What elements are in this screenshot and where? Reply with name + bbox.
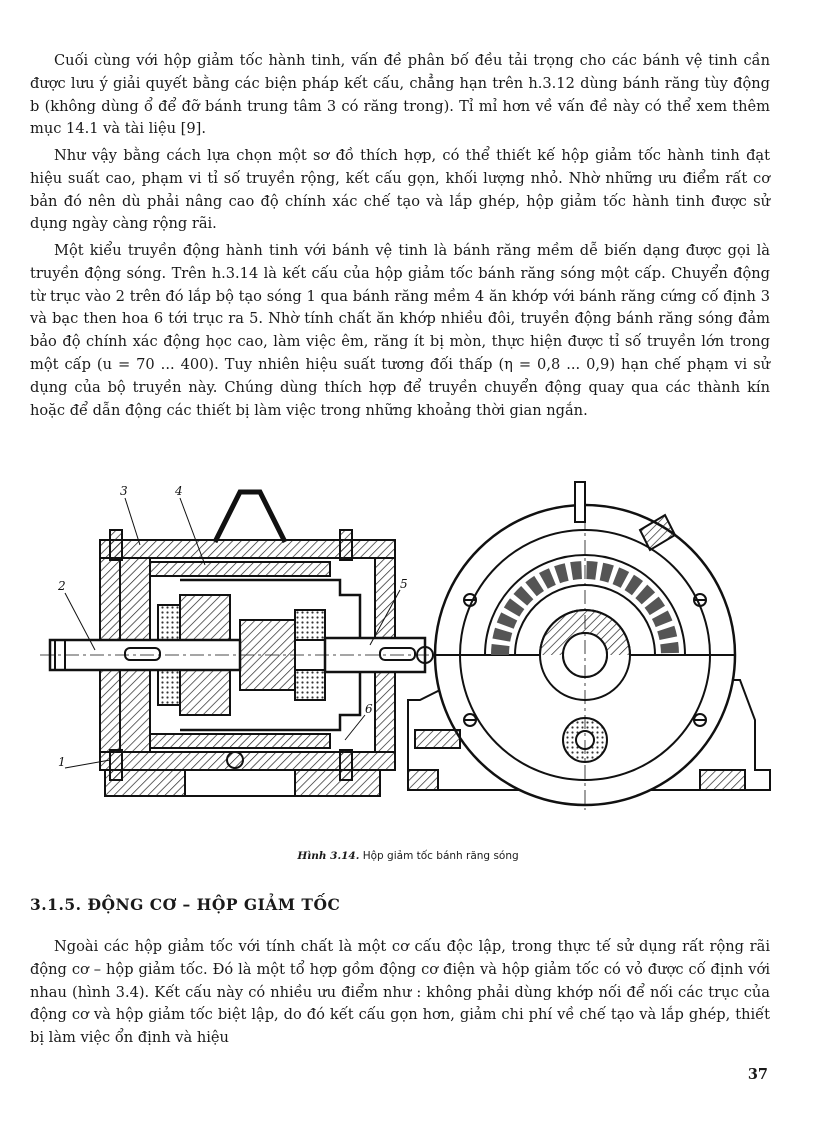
part-label-6: 6 <box>365 702 373 716</box>
part-label-3: 3 <box>120 484 128 498</box>
page-number: 37 <box>747 1066 768 1083</box>
figure-title: Hộp giảm tốc bánh răng sóng <box>359 850 519 862</box>
wave-gearbox-drawing: 3 4 2 5 6 1 <box>40 481 771 810</box>
section-heading: 3.1.5. ĐỘNG CƠ – HỘP GIẢM TỐC <box>30 895 341 914</box>
end-view <box>407 481 771 810</box>
figure-caption: Hình 3.14. Hộp giảm tốc bánh răng sóng <box>0 850 816 862</box>
section-view <box>40 489 435 797</box>
paragraph-planetary-advantages: Như vậy bằng cách lựa chọn một sơ đồ thí… <box>30 147 770 233</box>
part-label-4: 4 <box>174 484 183 498</box>
paragraph-motor-gearbox: Ngoài các hộp giảm tốc với tính chất là … <box>30 938 770 1047</box>
part-label-1: 1 <box>58 755 66 769</box>
part-label-5: 5 <box>400 577 408 591</box>
paragraph-planetary-load: Cuối cùng với hộp giảm tốc hành tinh, vấ… <box>30 52 770 138</box>
figure-number: Hình 3.14. <box>297 850 360 862</box>
paragraph-wave-gear: Một kiểu truyền động hành tinh với bánh … <box>30 242 770 419</box>
part-label-2: 2 <box>57 579 66 593</box>
